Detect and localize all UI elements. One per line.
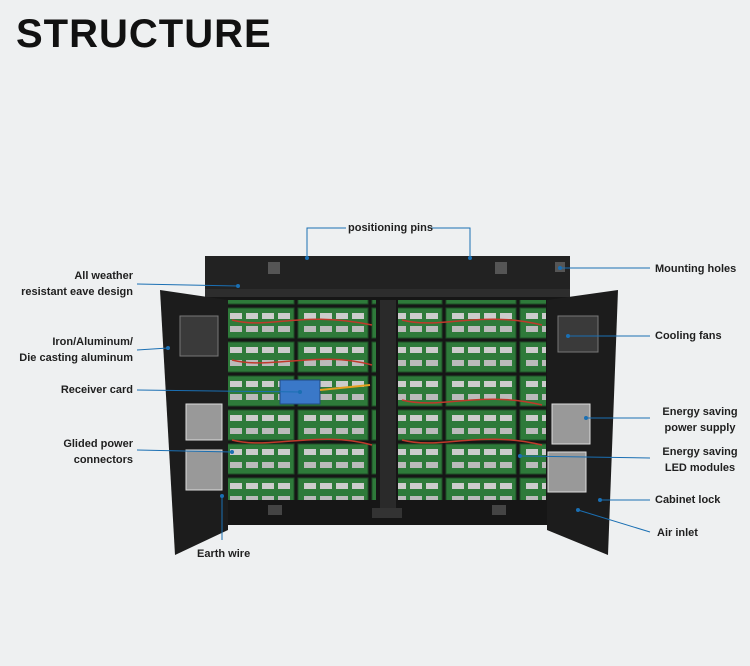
label-cabinet-lock: Cabinet lock — [655, 494, 721, 506]
label-iron-line2: Die casting aluminum — [19, 352, 133, 364]
callout-glided — [136, 449, 233, 453]
signal-port-right — [492, 505, 506, 515]
label-receiver-card: Receiver card — [60, 384, 133, 396]
callout-air-inlet — [577, 509, 651, 533]
label-iron-line1: Iron/Aluminum/ — [52, 336, 133, 348]
mounting-hole-right — [495, 262, 507, 274]
center-divider — [380, 300, 396, 510]
left-fan — [179, 315, 219, 357]
callout-all-weather — [136, 283, 239, 287]
signal-port-center — [372, 508, 402, 518]
right-power-supply-2 — [547, 451, 587, 493]
label-energy-led-line1: Energy saving — [662, 446, 738, 458]
label-air-inlet: Air inlet — [657, 527, 698, 539]
mounting-hole-left — [268, 262, 280, 274]
label-mounting-holes: Mounting holes — [655, 263, 737, 275]
callout-iron — [136, 347, 169, 351]
label-glided-line1: Glided power — [63, 438, 133, 450]
label-all-weather-line1: All weather — [74, 270, 133, 282]
callout-positioning-pins — [306, 227, 471, 258]
callout-energy-led — [519, 455, 651, 459]
label-energy-supply-line1: Energy saving — [662, 406, 738, 418]
signal-port-left — [268, 505, 282, 515]
eave — [205, 289, 570, 297]
label-energy-led: Energy saving LED modules — [655, 444, 745, 476]
callout-lines — [136, 227, 651, 540]
label-energy-led-line2: LED modules — [664, 462, 736, 474]
left-power-supply-2 — [185, 449, 223, 491]
label-iron: Iron/Aluminum/ Die casting aluminum — [10, 334, 133, 366]
label-positioning-pins: positioning pins — [348, 222, 433, 234]
label-glided-line2: connectors — [73, 454, 133, 466]
callout-receiver-card — [136, 389, 301, 393]
label-glided: Glided power connectors — [10, 436, 133, 468]
right-power-supply-1 — [551, 403, 591, 445]
receiver-cable — [319, 384, 371, 391]
right-fan — [557, 315, 599, 353]
red-cables — [231, 318, 543, 446]
label-energy-supply-line2: power supply — [664, 422, 736, 434]
label-all-weather-line2: resistant eave design — [21, 286, 133, 298]
label-energy-supply: Energy saving power supply — [655, 404, 745, 436]
label-cooling-fans: Cooling fans — [655, 330, 722, 342]
page-title: STRUCTURE — [16, 12, 272, 56]
left-power-supply-1 — [185, 403, 223, 441]
label-all-weather: All weather resistant eave design — [10, 268, 133, 300]
callout-dots — [166, 256, 602, 512]
label-earth-wire: Earth wire — [197, 548, 251, 560]
